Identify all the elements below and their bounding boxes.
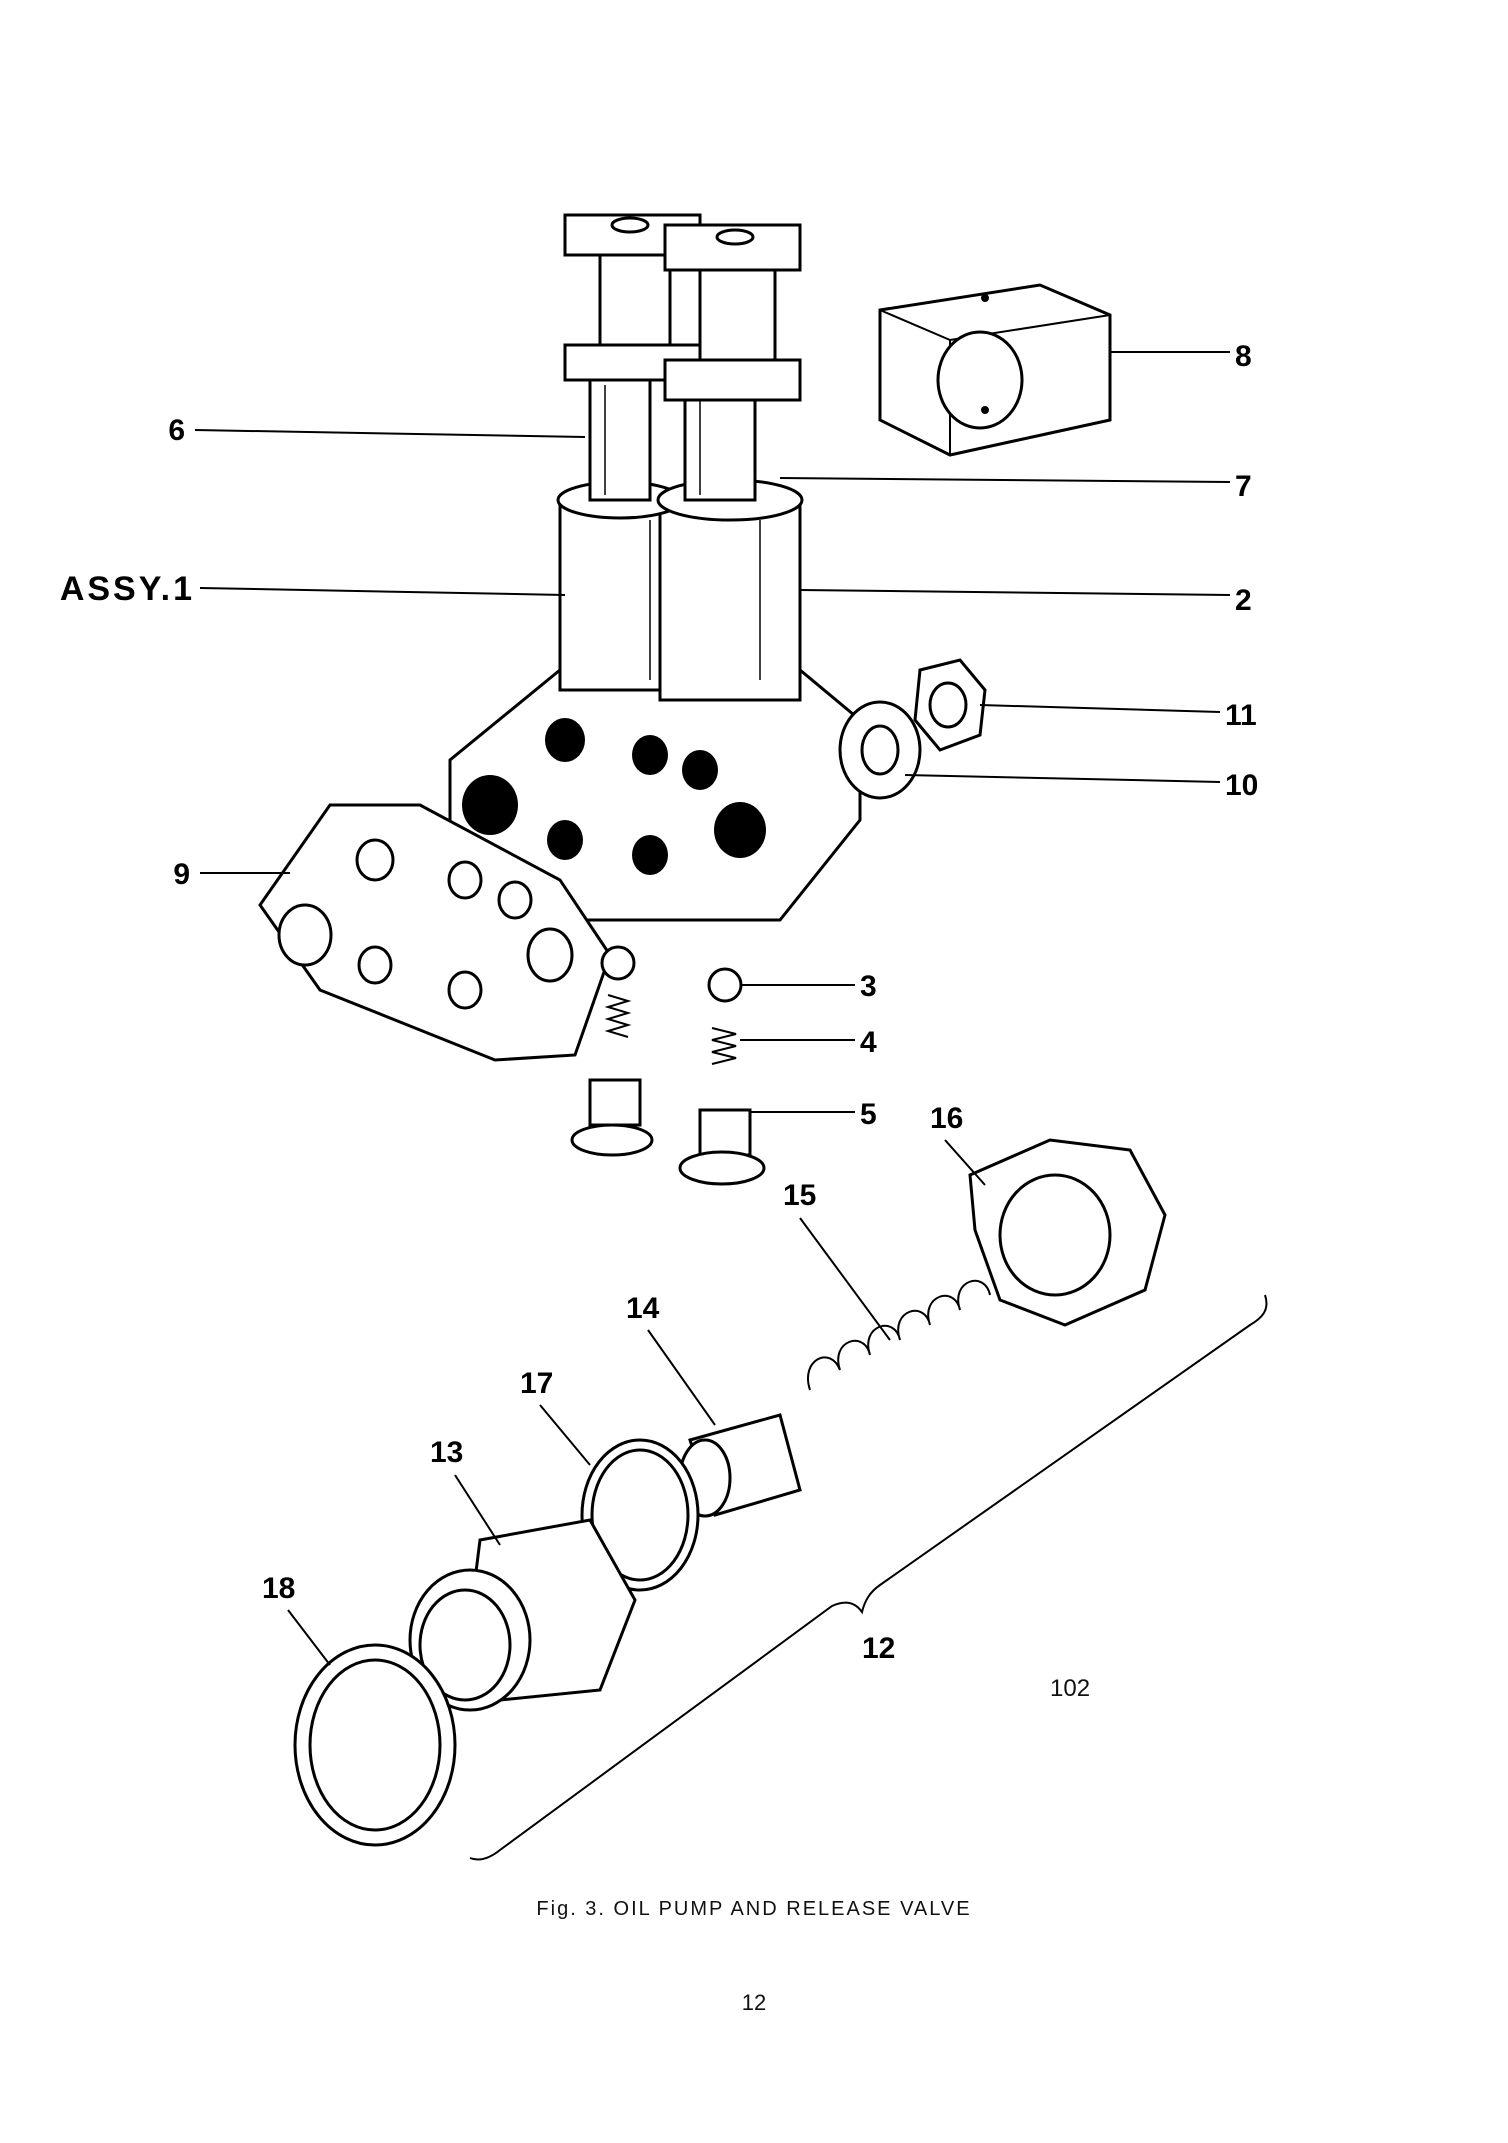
block-part: [878, 283, 1112, 457]
washer-and-nut: [838, 658, 987, 800]
gasket: [258, 803, 612, 1062]
callout-5: 5: [860, 1098, 877, 1131]
callout-7: 7: [1235, 470, 1252, 503]
callout-13: 13: [430, 1436, 463, 1469]
page-number: 12: [741, 1990, 767, 2015]
leader-lines: [194, 351, 1231, 1666]
callout-11: 11: [1225, 699, 1257, 732]
callout-17: 17: [520, 1367, 553, 1400]
release-valve-parts: [293, 1138, 1268, 1861]
callout-9: 9: [173, 858, 190, 891]
callout-14: 14: [626, 1292, 660, 1325]
valve-parts: [570, 945, 766, 1186]
callout-18: 18: [262, 1572, 295, 1605]
callout-3: 3: [860, 970, 877, 1003]
pump-body: [448, 213, 862, 922]
callout-15: 15: [783, 1179, 816, 1212]
callout-2: 2: [1235, 584, 1252, 617]
figure-caption: Fig. 3. OIL PUMP AND RELEASE VALVE: [536, 1898, 972, 1920]
callout-labels: 6 8 7 ASSY.1 2 11 10 9 3 4 5 16 15 14 17…: [60, 340, 1259, 1665]
callout-assy-1: ASSY.1: [60, 570, 195, 608]
callout-4: 4: [860, 1026, 877, 1059]
figure-reference-number: 102: [1050, 1675, 1091, 1702]
callout-12: 12: [862, 1632, 895, 1665]
callout-16: 16: [930, 1102, 963, 1135]
callout-8: 8: [1235, 340, 1252, 373]
callout-10: 10: [1225, 769, 1258, 802]
callout-6-left: 6: [168, 414, 185, 447]
